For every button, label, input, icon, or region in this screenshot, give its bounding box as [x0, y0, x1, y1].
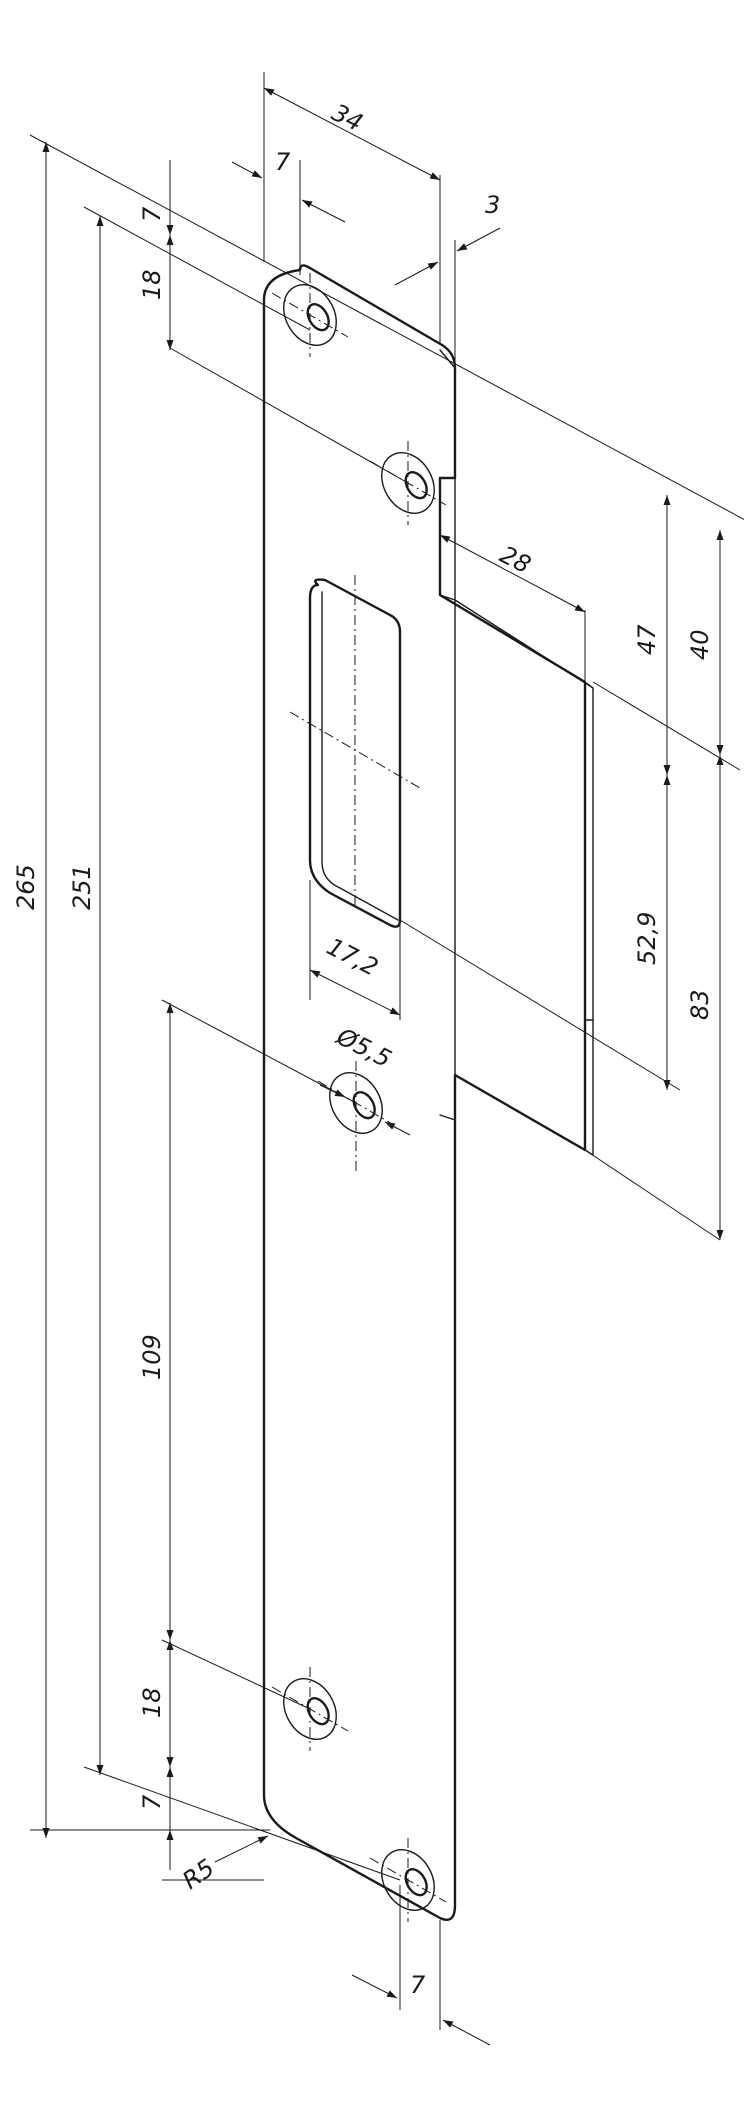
- dim-hole-offset-top: 7: [138, 206, 166, 222]
- dim-hole-offset-bottom-edge: 7: [410, 1971, 426, 1999]
- dim-hole-span: 251: [68, 864, 96, 910]
- dimension-lines: [42, 87, 724, 2046]
- dim-lip-height-a: 47: [633, 624, 661, 655]
- hole-center: [317, 1061, 395, 1173]
- dim-lip-depth: 28: [495, 540, 535, 579]
- dim-hole-pitch-bottom: 18: [138, 1687, 166, 1718]
- dim-overall-length: 265: [12, 864, 40, 910]
- dim-center-to-bottom: 109: [138, 1334, 166, 1380]
- hole-bottom-2: [369, 1838, 447, 1922]
- slot-outline: [308, 578, 402, 928]
- strike-plate-outline: [262, 264, 594, 1922]
- dim-thickness: 3: [485, 191, 500, 219]
- dim-slot-height: 52,9: [633, 912, 661, 965]
- dim-corner-radius: R5: [177, 1854, 219, 1895]
- dim-width: 34: [327, 98, 367, 137]
- strike-slot: [289, 575, 421, 928]
- hole-top-1: [271, 273, 349, 357]
- dim-lip-height-b: 40: [686, 629, 714, 660]
- dim-hole-offset-left: 7: [275, 148, 291, 176]
- slot-inner-edge: [321, 591, 399, 921]
- dim-hole-offset-bottom: 7: [138, 1794, 166, 1810]
- plate-face: [262, 264, 587, 1922]
- screw-holes: [271, 273, 447, 1922]
- dim-hole-pitch-top: 18: [138, 269, 166, 300]
- lower-notch: [439, 1074, 456, 1121]
- slot-centerline-h: [289, 711, 421, 789]
- dim-lip-lower: 83: [686, 989, 714, 1020]
